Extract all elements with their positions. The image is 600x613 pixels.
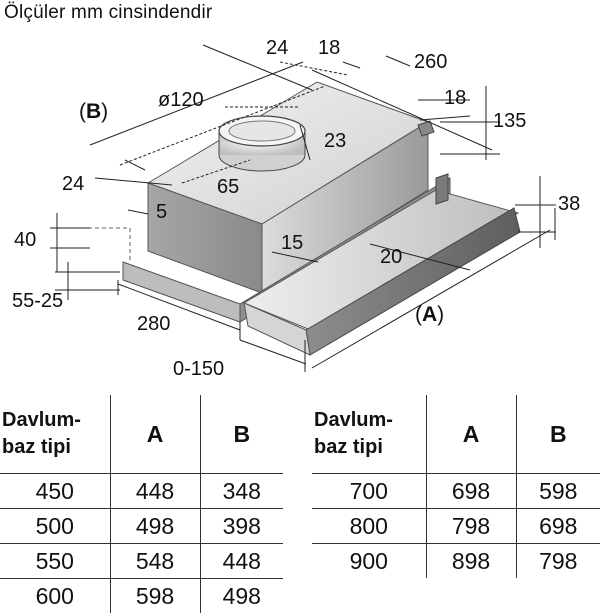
table-row: 550 548 448 xyxy=(0,544,283,579)
dimension-5: 5 xyxy=(156,201,167,223)
cell-a: 448 xyxy=(110,474,200,509)
table-row: 600 598 498 xyxy=(0,579,283,613)
dimension-280: 280 xyxy=(137,313,170,335)
dimension-a-letter: A xyxy=(422,303,437,326)
size-table-left: Davlum- baz tipi A B 450 448 348 500 498… xyxy=(0,395,283,613)
table-row: 500 498 398 xyxy=(0,509,283,544)
table-header-row: Davlum- baz tipi A B xyxy=(0,395,283,474)
dimension-18-right: 18 xyxy=(444,87,466,109)
header-b: B xyxy=(200,395,283,474)
header-type-line2: baz tipi xyxy=(314,436,383,458)
table-row: 700 698 598 xyxy=(312,474,600,509)
cabinet-outline-dashed xyxy=(60,228,130,262)
header-b: B xyxy=(516,395,600,474)
cell-type: 900 xyxy=(312,544,426,579)
dimension-a-open: ( xyxy=(415,303,422,326)
dimension-15: 15 xyxy=(281,232,303,254)
header-hood-type: Davlum- baz tipi xyxy=(0,395,110,474)
cell-a: 548 xyxy=(110,544,200,579)
dimension-24-left: 24 xyxy=(62,173,84,195)
cell-type: 800 xyxy=(312,509,426,544)
header-type-line1: Davlum- xyxy=(2,409,81,431)
dimension-260: 260 xyxy=(414,51,447,73)
dimension-diameter-120: ø120 xyxy=(158,89,204,111)
cell-a: 598 xyxy=(110,579,200,613)
dimension-38: 38 xyxy=(558,193,580,215)
dimension-a-label: (A) xyxy=(415,303,444,326)
cell-type: 500 xyxy=(0,509,110,544)
cell-b: 798 xyxy=(516,544,600,579)
cell-b: 398 xyxy=(200,509,283,544)
dimension-135: 135 xyxy=(493,110,526,132)
cell-a: 798 xyxy=(426,509,516,544)
cell-type: 550 xyxy=(0,544,110,579)
dimension-55-25: 55-25 xyxy=(12,290,63,312)
header-a: A xyxy=(110,395,200,474)
table-header-row: Davlum- baz tipi A B xyxy=(312,395,600,474)
dimension-b-open: ( xyxy=(79,100,86,123)
header-hood-type: Davlum- baz tipi xyxy=(312,395,426,474)
size-table-right: Davlum- baz tipi A B 700 698 598 800 798… xyxy=(312,395,600,578)
cell-a: 898 xyxy=(426,544,516,579)
header-type-line2: baz tipi xyxy=(2,436,71,458)
dimension-24-top: 24 xyxy=(266,37,288,59)
dimension-b-letter: B xyxy=(86,100,101,123)
dimension-65: 65 xyxy=(217,176,239,198)
cell-b: 348 xyxy=(200,474,283,509)
dimension-23: 23 xyxy=(324,130,346,152)
cell-b: 498 xyxy=(200,579,283,613)
cell-b: 448 xyxy=(200,544,283,579)
cell-type: 600 xyxy=(0,579,110,613)
dimension-20: 20 xyxy=(380,246,402,268)
dimension-40: 40 xyxy=(14,229,36,251)
cell-b: 598 xyxy=(516,474,600,509)
dimension-b-label: (B) xyxy=(79,100,108,123)
header-type-line1: Davlum- xyxy=(314,409,393,431)
cell-a: 698 xyxy=(426,474,516,509)
dimension-18-top: 18 xyxy=(318,37,340,59)
right-edge-bracket xyxy=(436,174,448,204)
cell-a: 498 xyxy=(110,509,200,544)
hood-body xyxy=(60,82,520,355)
dimension-b-close: ) xyxy=(101,100,108,123)
header-a: A xyxy=(426,395,516,474)
table-row: 800 798 698 xyxy=(312,509,600,544)
dimension-a-close: ) xyxy=(437,303,444,326)
cell-type: 450 xyxy=(0,474,110,509)
cell-b: 698 xyxy=(516,509,600,544)
hood-dimension-drawing: 24 18 260 (B) ø120 18 135 23 24 65 5 38 … xyxy=(0,0,600,390)
exhaust-duct-inner xyxy=(229,121,295,141)
table-row: 450 448 348 xyxy=(0,474,283,509)
cell-type: 700 xyxy=(312,474,426,509)
table-row: 900 898 798 xyxy=(312,544,600,579)
dimension-0-150: 0-150 xyxy=(173,358,224,380)
